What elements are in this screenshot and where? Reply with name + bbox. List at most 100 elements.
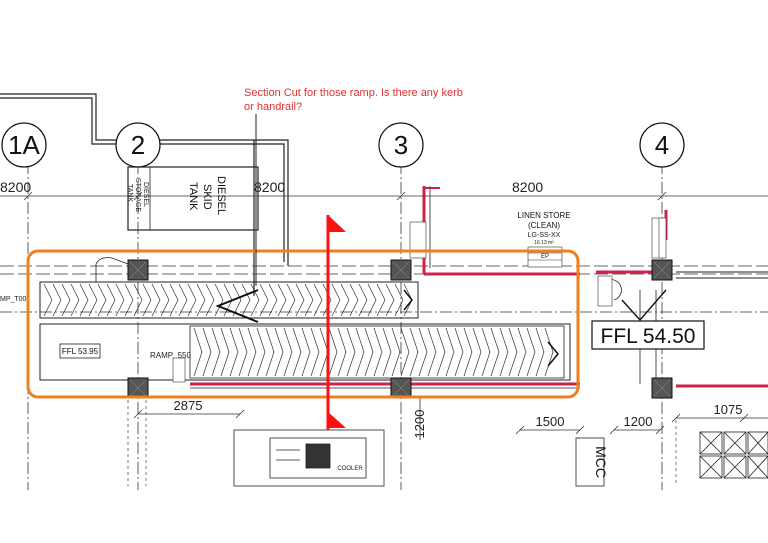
ramp-hatch bbox=[79, 283, 89, 317]
ramp-hatch bbox=[391, 327, 401, 377]
ramp-hatch bbox=[250, 283, 260, 317]
ramp-hatch bbox=[313, 283, 323, 317]
diesel-skid-tank bbox=[127, 166, 259, 231]
ramp-hatch bbox=[382, 327, 392, 377]
ffl-right-tag: FFL 54.50 bbox=[591, 320, 705, 350]
right-tag bbox=[651, 217, 667, 259]
ffl-left-tag: FFL 53.95 bbox=[59, 343, 101, 359]
diesel-tank-label: TANK bbox=[187, 182, 199, 211]
ramp-hatch bbox=[364, 327, 374, 377]
ramp-upper bbox=[39, 281, 419, 323]
ramp-hatch bbox=[409, 327, 419, 377]
ramp-hatch bbox=[508, 327, 518, 377]
ramp-hatch bbox=[196, 283, 206, 317]
ramp-hatch bbox=[358, 283, 368, 317]
ramp-hatch bbox=[70, 283, 80, 317]
ramp-hatch bbox=[337, 327, 347, 377]
ramp-hatch bbox=[259, 283, 269, 317]
ramp-hatch bbox=[52, 283, 62, 317]
grid-label-3: 3 bbox=[394, 130, 408, 160]
ramp-hatch bbox=[331, 283, 341, 317]
ramp-hatch bbox=[241, 283, 251, 317]
ramp-hatch bbox=[328, 327, 338, 377]
generator-equipment bbox=[233, 429, 385, 487]
linen-store-code: LG-SS-XX bbox=[528, 232, 561, 239]
ramp-hatch bbox=[445, 327, 455, 377]
ramp-hatch bbox=[373, 327, 383, 377]
ramp-hatch bbox=[205, 283, 215, 317]
ramp-hatch bbox=[346, 327, 356, 377]
ramp-hatch bbox=[304, 283, 314, 317]
bottom-dimensions bbox=[133, 398, 768, 440]
ramp-hatch bbox=[349, 283, 359, 317]
ramp-hatch bbox=[169, 283, 179, 317]
ramp-hatch bbox=[355, 327, 365, 377]
dim-1075: 1075 bbox=[714, 402, 743, 417]
ramp-hatch bbox=[247, 327, 257, 377]
ramp-hatch bbox=[481, 327, 491, 377]
ramp-hatch bbox=[394, 283, 404, 317]
linen-store-sub: (CLEAN) bbox=[528, 221, 560, 230]
section-cut-marker bbox=[326, 215, 346, 430]
ramp-hatch bbox=[340, 283, 350, 317]
ffl-right-label: FFL 54.50 bbox=[601, 325, 696, 348]
ffl-left-label: FFL 53.95 bbox=[62, 347, 99, 356]
ramp-hatch bbox=[418, 327, 428, 377]
ramp-hatch bbox=[115, 283, 125, 317]
ramp-hatch bbox=[160, 283, 170, 317]
linen-store-tag: LINEN STORE (CLEAN) LG-SS-XX 16.13 m² EP bbox=[517, 211, 571, 268]
ramp-hatch bbox=[322, 283, 332, 317]
ramp-hatch bbox=[295, 283, 305, 317]
ramp-hatch bbox=[367, 283, 377, 317]
ramp-hatch bbox=[43, 283, 53, 317]
dim-bay-2-3: 8200 bbox=[254, 179, 285, 195]
ramp-hatch bbox=[193, 327, 203, 377]
ramp-hatch bbox=[535, 327, 545, 377]
ramp-hatch bbox=[310, 327, 320, 377]
ramp-lower bbox=[39, 323, 571, 381]
ramp-hatch bbox=[463, 327, 473, 377]
ramp-hatch bbox=[151, 283, 161, 317]
ramp-hatch bbox=[301, 327, 311, 377]
ramp-hatch bbox=[220, 327, 230, 377]
ramp-hatch bbox=[292, 327, 302, 377]
top-dimension-line bbox=[0, 191, 768, 201]
ramp-hatch bbox=[277, 283, 287, 317]
ramp-hatch bbox=[454, 327, 464, 377]
dim-bay-3-4: 8200 bbox=[512, 179, 543, 195]
structural-columns bbox=[127, 259, 673, 399]
ramp-top-label: MP_T00 bbox=[0, 296, 27, 303]
ramp-hatch bbox=[238, 327, 248, 377]
highlight-box bbox=[26, 249, 580, 399]
ramp-hatch bbox=[400, 327, 410, 377]
ramp-hatch bbox=[268, 283, 278, 317]
dim-1200: 1200 bbox=[624, 414, 653, 429]
linen-store-name: LINEN STORE bbox=[517, 211, 570, 220]
review-comment: Section Cut for those ramp. Is there any… bbox=[244, 87, 463, 113]
dim-bay-1A-2: 8200 bbox=[0, 179, 31, 195]
ramp-hatch bbox=[436, 327, 446, 377]
linen-store-area: 16.13 m² bbox=[534, 240, 554, 246]
ramp-hatch bbox=[274, 327, 284, 377]
ramp-hatch bbox=[490, 327, 500, 377]
grid-label-2: 2 bbox=[131, 130, 145, 160]
ramp-hatch bbox=[526, 327, 536, 377]
ramp-hatch bbox=[286, 283, 296, 317]
dim-2875: 2875 bbox=[174, 398, 203, 413]
ramp-hatch bbox=[229, 327, 239, 377]
mcc-label: MCC bbox=[593, 446, 609, 478]
ramp-hatch bbox=[97, 283, 107, 317]
diesel-storage-label: TANK bbox=[126, 184, 133, 202]
diesel-tank-label: SKID bbox=[201, 184, 213, 210]
ramp-hatch bbox=[283, 327, 293, 377]
dim-1500: 1500 bbox=[536, 414, 565, 429]
ramp-hatch bbox=[142, 283, 152, 317]
ramp-label: RAMP_550 bbox=[150, 351, 191, 360]
diesel-storage-label: DIESEL bbox=[142, 182, 149, 207]
ramp-hatch bbox=[88, 283, 98, 317]
ramp-hatch bbox=[472, 327, 482, 377]
ramp-hatch bbox=[106, 283, 116, 317]
ramp-hatch bbox=[544, 327, 554, 377]
mcc-panel: MCC bbox=[575, 437, 609, 487]
